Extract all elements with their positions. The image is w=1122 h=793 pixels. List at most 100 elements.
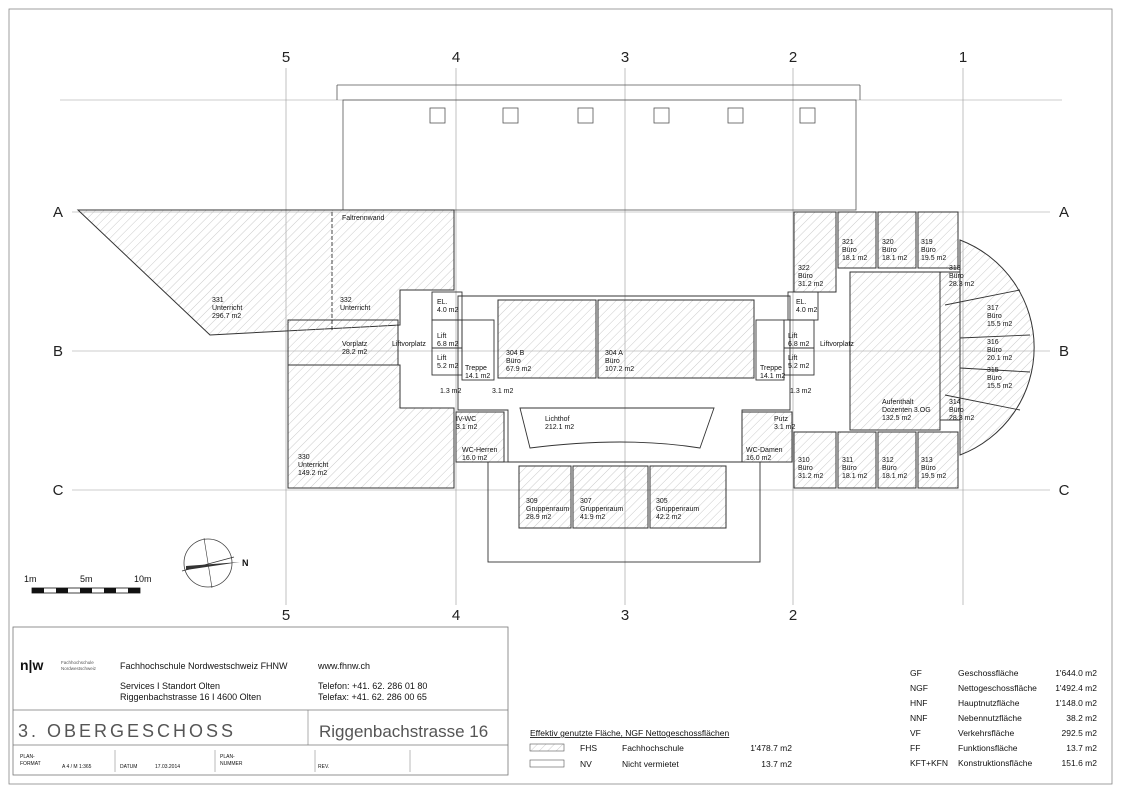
room-label-line: Unterricht — [212, 305, 242, 312]
room-label-line: 1.3 m2 — [440, 388, 462, 395]
compass-north-label: N — [242, 558, 249, 568]
axis-row-a-right: A — [1059, 204, 1069, 221]
date-label: DATUM — [120, 764, 137, 770]
room-label-line: 320 — [882, 239, 894, 246]
usage-value-fhs: 1'478.7 m2 — [750, 743, 792, 753]
area-value: 292.5 m2 — [1062, 728, 1098, 738]
room-label-line: 331 — [212, 297, 224, 304]
room-label-line: 332 — [340, 297, 352, 304]
room-label-line: 107.2 m2 — [605, 366, 634, 373]
room-label-line: 296.7 m2 — [212, 313, 241, 320]
room-312-area — [877, 431, 917, 489]
room-label-corridor-right: 1.3 m2 — [790, 388, 812, 395]
room-label-line: 5.2 m2 — [437, 363, 459, 370]
room-label-line: 6.8 m2 — [788, 341, 810, 348]
address: Riggenbachstrasse 16 I 4600 Olten — [120, 692, 261, 702]
room-330-area — [287, 364, 455, 489]
axis-row-c-left: C — [53, 482, 64, 499]
area-code: NGF — [910, 683, 928, 693]
room-label-line: 309 — [526, 498, 538, 505]
room-label-line: 16.0 m2 — [462, 455, 487, 462]
room-label-line: WC-Herren — [462, 447, 497, 454]
room-label-line: 20.1 m2 — [987, 355, 1012, 362]
area-name: Geschossfläche — [958, 668, 1019, 678]
room-label-el-right: EL.4.0 m2 — [796, 299, 818, 314]
fhnw-logo-icon: n|w — [20, 657, 43, 673]
area-summary-table: GF Geschossfläche 1'644.0 m2 NGF Nettoge… — [910, 668, 1097, 768]
axis-row-a-left: A — [53, 204, 63, 221]
room-label-line: Lift — [788, 333, 797, 340]
room-label-line: WC-Damen — [746, 447, 783, 454]
room-label-line: 311 — [842, 457, 853, 464]
wc-damen-area — [741, 411, 793, 463]
room-label-line: 313 — [921, 457, 933, 464]
room-label-line: Büro — [921, 465, 936, 472]
room-label-line: Liftvorplatz — [820, 341, 854, 348]
room-label-line: Lichthof — [545, 416, 570, 423]
room-label-line: Dozenten 3.OG — [882, 407, 931, 414]
room-label-line: 132.5 m2 — [882, 415, 911, 422]
axis-col-3-top: 3 — [621, 49, 629, 66]
rev-label: REV. — [318, 764, 329, 770]
room-label-line: Büro — [842, 465, 857, 472]
room-label-line: 19.5 m2 — [921, 473, 946, 480]
rounded-wing-area — [939, 239, 1035, 456]
room-label-line: Büro — [882, 247, 897, 254]
room-310-area — [793, 431, 837, 489]
room-label-line: Treppe — [465, 365, 487, 372]
grid-axis-labels: 5 4 3 2 1 5 4 3 2 A B C A B C — [53, 49, 1070, 624]
room-label-line: 4.0 m2 — [437, 307, 459, 314]
vorplatz-area — [287, 319, 399, 366]
area-value: 1'148.0 m2 — [1055, 698, 1097, 708]
fax: Telefax: +41. 62. 286 00 65 — [318, 692, 427, 702]
room-label-line: 305 — [656, 498, 668, 505]
website: www.fhnw.ch — [317, 661, 370, 671]
room-label-line: Lift — [437, 333, 446, 340]
room-313-area — [917, 431, 959, 489]
room-label-line: 321 — [842, 239, 854, 246]
area-name: Hauptnutzfläche — [958, 698, 1020, 708]
room-311-area — [837, 431, 877, 489]
room-label-line: 16.0 m2 — [746, 455, 771, 462]
room-label-line: 4.0 m2 — [796, 307, 818, 314]
room-label-line: Büro — [842, 247, 857, 254]
room-label-line: 42.2 m2 — [656, 514, 681, 521]
room-label-line: Vorplatz — [342, 341, 368, 348]
axis-col-2-bottom: 2 — [789, 607, 797, 624]
area-code: KFT+KFN — [910, 758, 948, 768]
room-label-line: Büro — [921, 247, 936, 254]
roof-structure — [336, 84, 861, 211]
room-label-line: EL. — [796, 299, 807, 306]
room-label-el-left: EL.4.0 m2 — [437, 299, 459, 314]
room-309-area — [518, 465, 572, 529]
axis-row-b-right: B — [1059, 343, 1069, 360]
room-label-line: 319 — [921, 239, 933, 246]
axis-col-5-top: 5 — [282, 49, 290, 66]
axis-col-4-bottom: 4 — [452, 607, 460, 624]
plan-format-label: PLAN- FORMAT — [20, 754, 41, 767]
area-code: NNF — [910, 713, 927, 723]
room-label-line: Büro — [987, 375, 1002, 382]
room-label-line: 3.1 m2 — [774, 424, 796, 431]
room-304b-area — [497, 299, 597, 379]
